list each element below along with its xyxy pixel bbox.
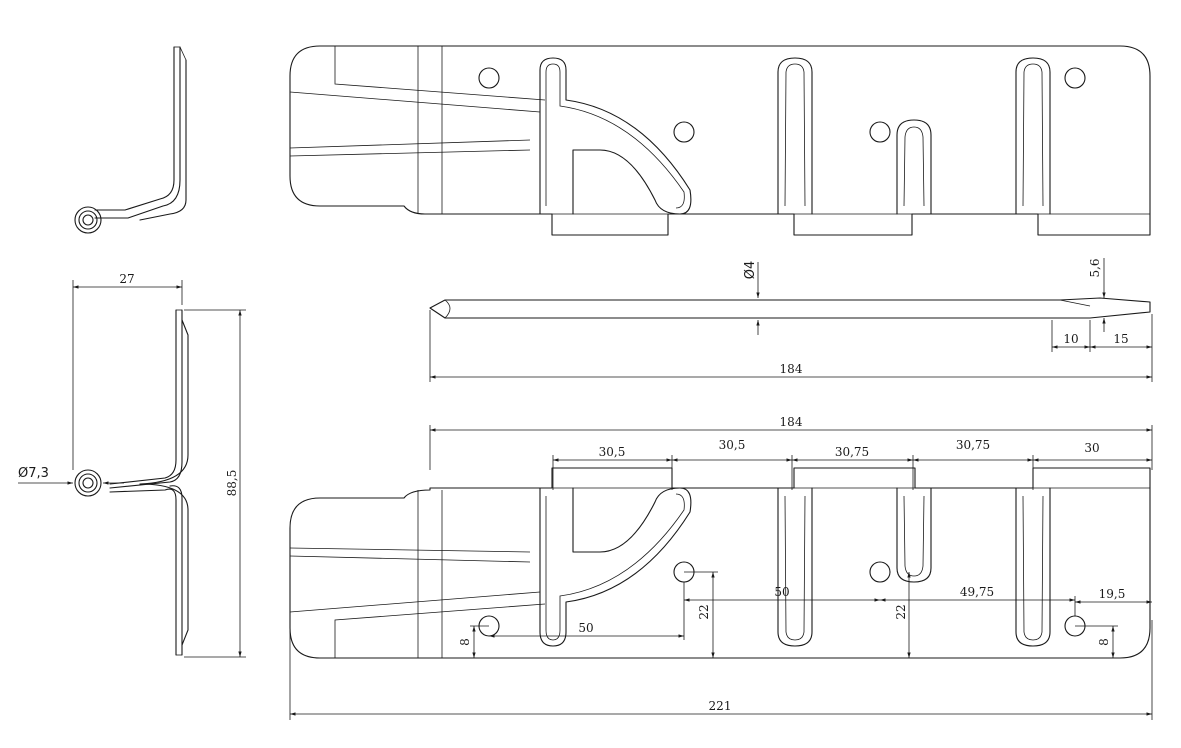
dim-label-plate-top-length: 184 [780,415,803,429]
dim-label-hole-span-a: 50 [578,621,593,635]
dim-plate-top-length: 184 [429,415,1153,470]
dim-label-wire-diameter: Ø4 [743,261,758,280]
dim-label-pitch-2: 30,5 [719,438,746,452]
side-view-top [74,46,187,234]
dim-label-overall-length: 221 [709,699,732,713]
side-view-bottom [74,309,189,656]
plate-view-top [289,45,1151,236]
dim-overall-length: 221 [289,620,1153,720]
dim-label-hole-height-right: 8 [1097,638,1111,646]
dim-side-height: 88,5 [184,309,246,658]
dim-bend-height: 5,6 [1088,258,1106,332]
dim-label-hole-edge-right: 19,5 [1099,587,1126,601]
plate-view-bottom [289,467,1151,659]
dim-label-pitch-3: 30,75 [835,445,869,459]
dim-label-pin-length: 184 [780,362,803,376]
pin-view [429,297,1151,319]
dim-wire-diameter: Ø4 [743,261,760,335]
dim-label-side-height: 88,5 [225,470,239,497]
dim-label-hole-span-b: 50 [774,585,789,599]
dim-label-bend-height: 5,6 [1088,258,1102,277]
dim-label-pitch-5: 30 [1084,441,1099,455]
dim-label-hole-span-c: 49,75 [960,585,994,599]
dim-tip-lengths: 10 15 [1051,314,1153,352]
dim-label-pitch-1: 30,5 [599,445,626,459]
dim-hole-spans: 50 50 49,75 19,5 [489,582,1152,640]
dim-label-hole-height-mid-b: 22 [894,604,908,619]
dim-pitches: 30,5 30,5 30,75 30,75 30 [552,438,1152,490]
dim-hole-heights: 8 22 22 8 [458,571,1118,658]
dim-label-tip-b: 15 [1113,332,1128,346]
dim-side-width: 27 [72,272,183,470]
dim-pin-length: 184 [429,310,1153,382]
dim-label-hole-height-mid-a: 22 [697,604,711,619]
dim-label-side-width: 27 [119,272,134,286]
dim-coil-diameter: Ø7,3 [18,466,124,485]
dim-label-coil-diameter: Ø7,3 [18,466,49,481]
dim-label-hole-height-left: 8 [458,638,472,646]
dim-label-tip-a: 10 [1063,332,1078,346]
dim-label-pitch-4: 30,75 [956,438,990,452]
